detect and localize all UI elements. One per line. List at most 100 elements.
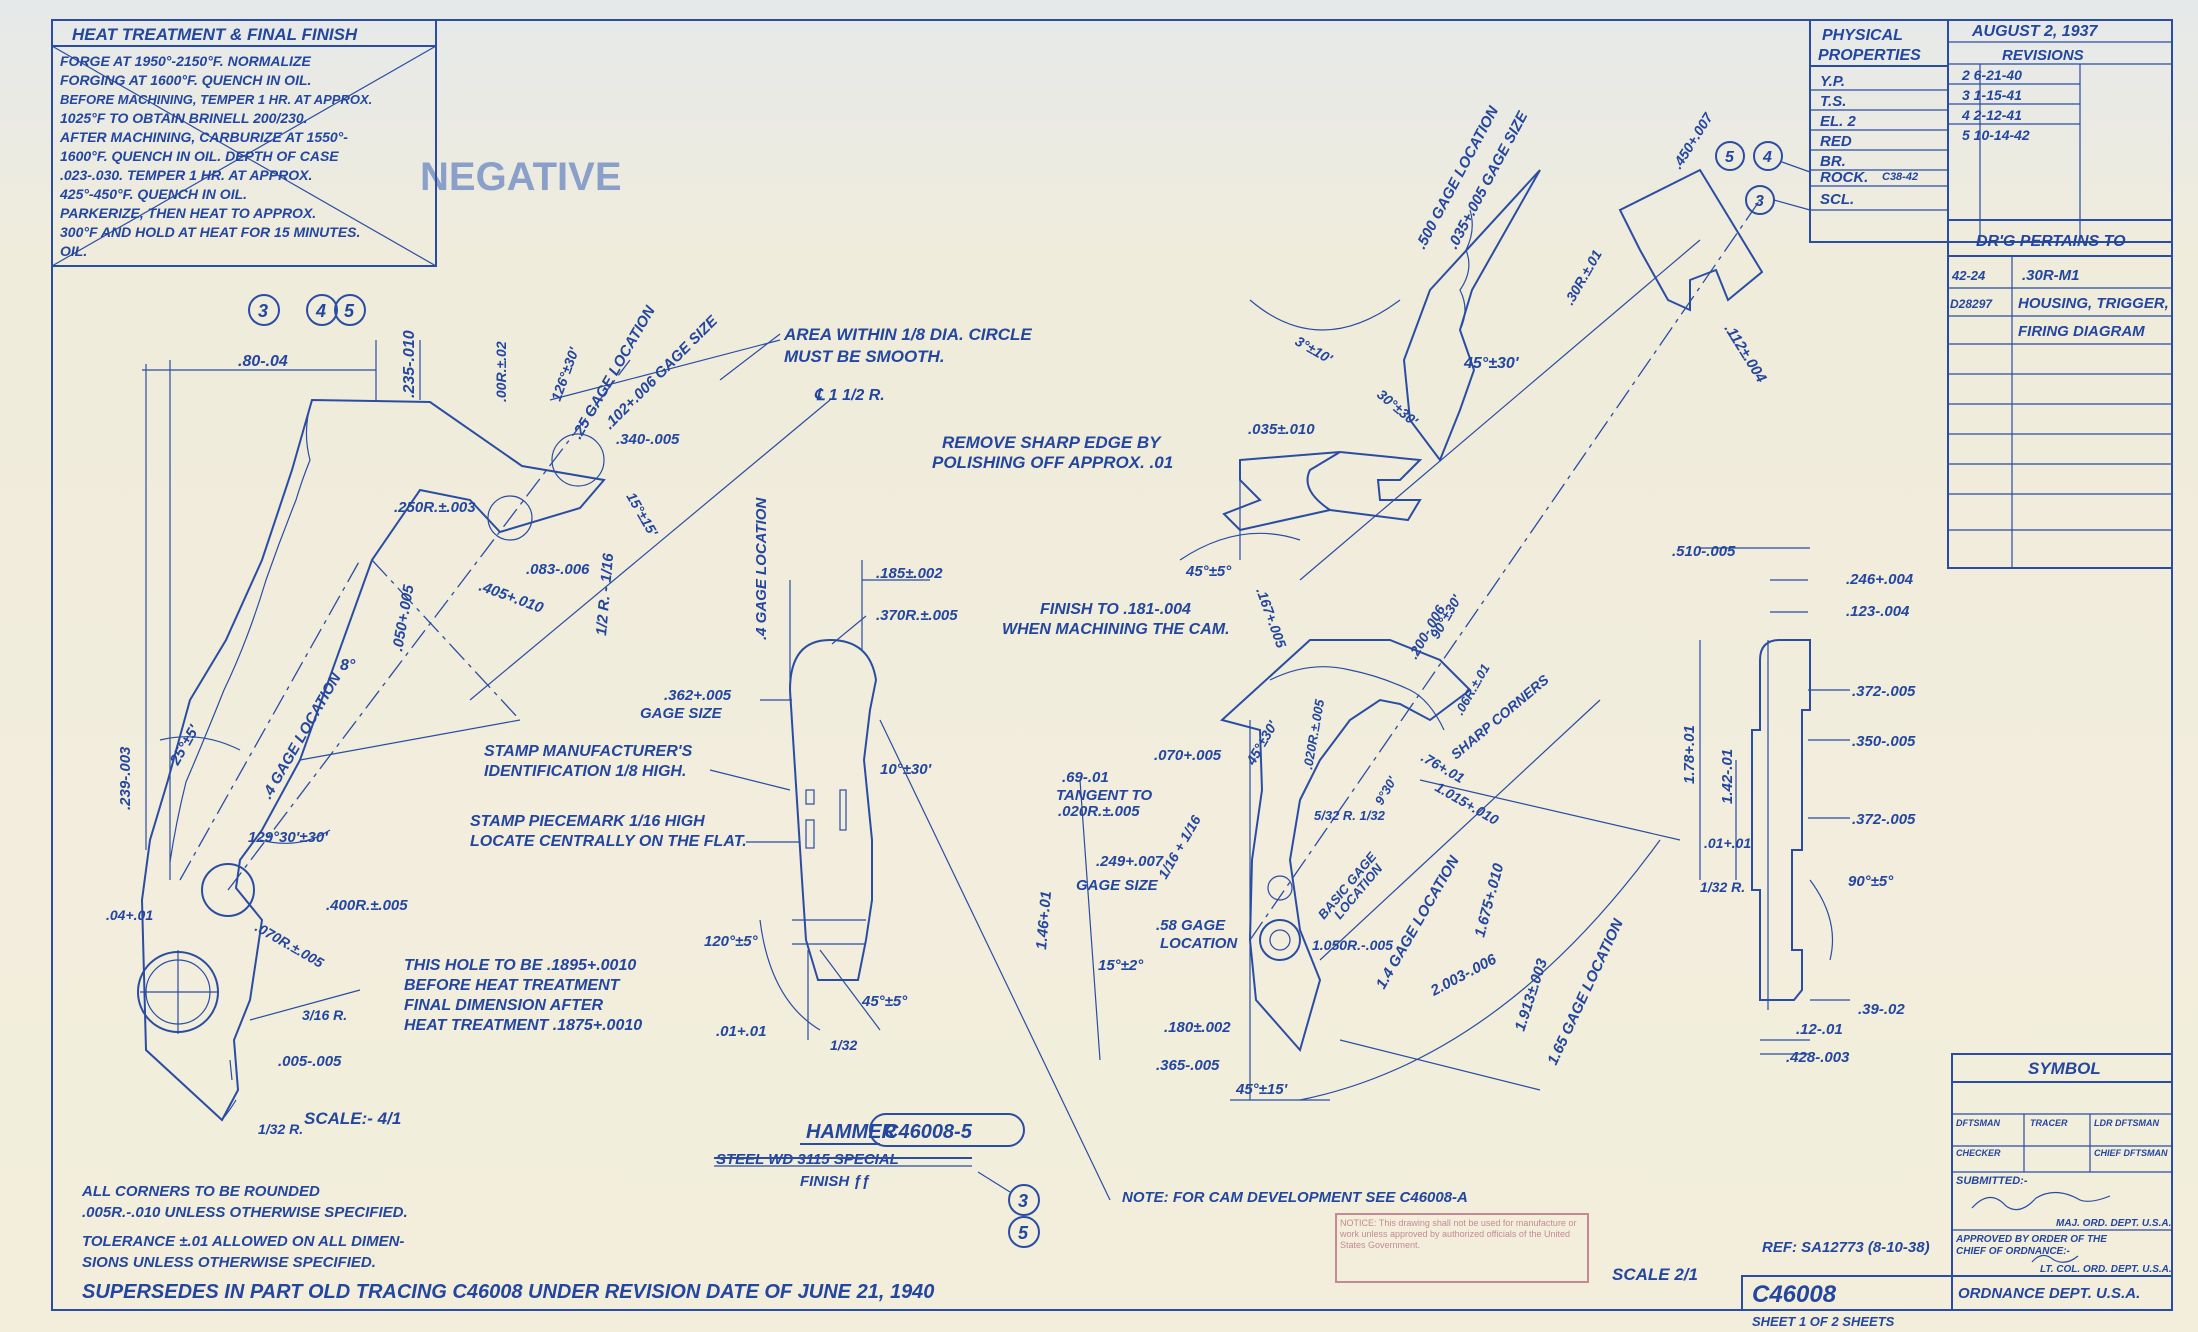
- dim-120: 120°±5°: [704, 933, 759, 950]
- dim-362: .362+.005: [664, 687, 732, 704]
- revision-entry-4: 4 2-12-41: [1961, 107, 2022, 123]
- dim-372-b: .372-.005: [1852, 811, 1916, 828]
- note-corners-2: .005R.-.010 UNLESS OTHERWISE SPECIFIED.: [82, 1204, 408, 1221]
- dim-050: .050+.005: [389, 583, 418, 653]
- dim-1675: 1.675+.010: [1471, 861, 1507, 939]
- phys-row-el: EL. 2: [1820, 113, 1857, 130]
- heat-line-10: OIL.: [60, 243, 87, 259]
- ltcol-label: LT. COL. ORD. DEPT. U.S.A.: [2040, 1264, 2172, 1275]
- dim-123: .123-.004: [1846, 603, 1910, 620]
- cam-dimensions: .500 GAGE LOCATION .035+.005 GAGE SIZE 3…: [932, 103, 1770, 1098]
- dim-112: .112±.004: [1721, 321, 1770, 386]
- ref-number: REF: SA12773 (8-10-38): [1762, 1239, 1930, 1256]
- heat-line-7: 425°-450°F. QUENCH IN OIL.: [59, 186, 247, 202]
- note-stamp-mfr-2: IDENTIFICATION 1/8 HIGH.: [484, 763, 686, 780]
- part-name: HAMMER: [806, 1121, 897, 1143]
- dim-1-32r-side: 1/32 R.: [1700, 879, 1745, 895]
- dim-070: .070+.005: [1154, 747, 1222, 764]
- note-hole-1: THIS HOLE TO BE .1895+.0010: [404, 957, 636, 974]
- dim-340: .340-.005: [616, 431, 680, 448]
- note-finish-1: FINISH TO .181-.004: [1040, 601, 1191, 618]
- dim-58-gage: .58 GAGE: [1156, 917, 1226, 934]
- note-hole-4: HEAT TREATMENT .1875+.0010: [404, 1017, 642, 1034]
- part-number: C46008-5: [884, 1121, 973, 1143]
- dim-400r: .400R.±.005: [326, 897, 408, 914]
- dim-083: .083-.006: [526, 561, 590, 578]
- sheet-count: SHEET 1 OF 2 SHEETS: [1752, 1314, 1895, 1329]
- dim-142: 1.42-.01: [1719, 749, 1736, 804]
- dim-126: 126°±30': [548, 345, 582, 403]
- dim-370r: .370R.±.005: [876, 607, 958, 624]
- pertains-code-2: D28297: [1950, 297, 1993, 311]
- note-hole-3: FINAL DIMENSION AFTER: [404, 997, 604, 1014]
- pertains-to-table: DR'G PERTAINS TO 42-24 .30R-M1 D28297 HO…: [1947, 219, 2173, 569]
- signature-approved: [2031, 1254, 2079, 1263]
- scale-main: SCALE 2/1: [1612, 1265, 1698, 1284]
- dim-45-15: 45°±15': [1235, 1081, 1288, 1098]
- signature-submitted: [1971, 1191, 2111, 1211]
- dim-4-gage-vertical: .4 GAGE LOCATION: [753, 497, 770, 640]
- dim-239: .239-.003: [117, 746, 134, 810]
- note-remove-1: REMOVE SHARP EDGE BY: [942, 433, 1162, 452]
- hammer-side-view: [137, 339, 831, 1122]
- dim-5-32: 5/32 R. 1/32: [1314, 808, 1386, 823]
- note-hole-2: BEFORE HEAT TREATMENT: [404, 977, 621, 994]
- dim-178: 1.78+.01: [1681, 725, 1698, 784]
- drawing-number-box: [1741, 1275, 1953, 1311]
- part-finish: FINISH ƒƒ: [800, 1173, 870, 1190]
- phys-row-red: RED: [1820, 133, 1852, 150]
- dim-3-16: 3/16 R.: [302, 1007, 347, 1023]
- ordnance-dept-label: ORDNANCE DEPT. U.S.A.: [1958, 1285, 2140, 1302]
- dim-04: .04+.01: [106, 907, 153, 923]
- dim-9-30: 9°30': [1372, 773, 1400, 807]
- dim-167: .167+.005: [1253, 586, 1290, 651]
- pertains-text-2: HOUSING, TRIGGER,: [2018, 295, 2169, 312]
- balloon-5: 5: [344, 301, 355, 321]
- revision-entry-5: 5 10-14-42: [1962, 127, 2030, 143]
- dim-25-deg: 25°±5': [166, 722, 203, 769]
- dim-45-30: 45°±30': [1463, 355, 1520, 372]
- cam-detail-views: 5 4 3: [1079, 141, 1811, 1101]
- dim-250r: .250R.±.003: [394, 499, 476, 516]
- sheet-border: [51, 19, 2173, 1311]
- dim-06r: .06R.±.01: [1452, 661, 1493, 717]
- pertains-text-1: .30R-M1: [2022, 267, 2080, 284]
- dim-30r: .30R.±.01: [1561, 247, 1605, 308]
- maj-label: MAJ. ORD. DEPT. U.S.A.: [2056, 1218, 2171, 1229]
- dim-365: .365-.005: [1156, 1057, 1220, 1074]
- note-area-2: MUST BE SMOOTH.: [784, 347, 945, 366]
- dim-45-5-b: 45°±5°: [1185, 563, 1232, 580]
- checker-label: CHECKER: [1956, 1148, 2001, 1158]
- dim-39: .39-.02: [1858, 1001, 1905, 1018]
- dim-372-a: .372-.005: [1852, 683, 1916, 700]
- dim-1-32: 1/32: [830, 1037, 857, 1053]
- dim-510: .510-.005: [1672, 543, 1736, 560]
- ldr-label: LDR DFTSMAN: [2094, 1118, 2159, 1128]
- dim-15: 15°±15': [623, 490, 661, 540]
- heat-line-8: PARKERIZE, THEN HEAT TO APPROX.: [60, 205, 316, 221]
- balloon-3: 3: [258, 301, 268, 321]
- dim-12: .12-.01: [1796, 1021, 1843, 1038]
- dim-80: .80-.04: [238, 353, 288, 370]
- tracer-label: TRACER: [2030, 1118, 2068, 1128]
- dim-020r: .020R.±.005: [1300, 697, 1327, 770]
- note-area-1: AREA WITHIN 1/8 DIA. CIRCLE: [783, 325, 1032, 344]
- left-notes: AREA WITHIN 1/8 DIA. CIRCLE MUST BE SMOO…: [404, 325, 1032, 1034]
- dim-58-location: LOCATION: [1160, 935, 1238, 952]
- dim-3-10: 3°±10': [1293, 333, 1336, 367]
- dim-428: .428-.003: [1786, 1049, 1850, 1066]
- note-tolerance-2: SIONS UNLESS OTHERWISE SPECIFIED.: [82, 1254, 376, 1271]
- dim-90-5: 90°±5°: [1848, 873, 1894, 890]
- note-tolerance-1: TOLERANCE ±.01 ALLOWED ON ALL DIMEN-: [82, 1233, 404, 1250]
- dim-30-30: 30°±30': [1374, 386, 1421, 429]
- balloon-hammer-5: 5: [1018, 1223, 1029, 1243]
- note-remove-2: POLISHING OFF APPROX. .01: [932, 453, 1173, 472]
- part-material: STEEL WD 3115 SPECIAL: [716, 1151, 899, 1168]
- phys-rock-value: C38-42: [1882, 171, 1918, 183]
- title-block: SYMBOL DFTSMAN TRACER LDR DFTSMAN CHECKE…: [1612, 1053, 2173, 1329]
- dim-005: .005-.005: [278, 1053, 342, 1070]
- dim-035: .035±.010: [1248, 421, 1315, 438]
- dim-405: .405+.010: [477, 578, 547, 617]
- dim-8-deg: 8°: [340, 657, 356, 674]
